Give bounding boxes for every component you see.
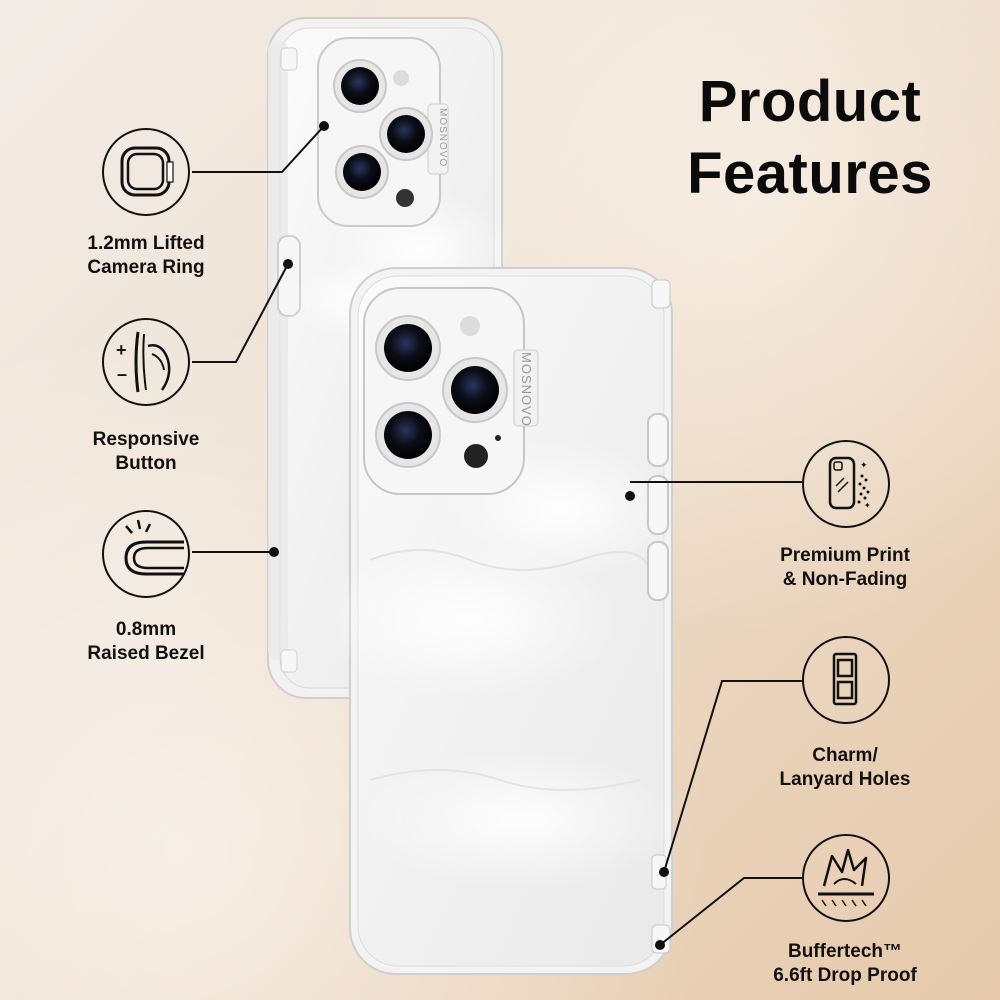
page-title: Product Features: [660, 66, 960, 210]
svg-text:–: –: [117, 364, 127, 384]
button-icon: + –: [102, 318, 190, 406]
camera-ring-icon: [102, 128, 190, 216]
brand-text-back: MOSNOVO: [437, 108, 448, 167]
svg-text:✦: ✦: [860, 461, 868, 471]
brand-text-front: MOSNOVO: [519, 352, 534, 427]
front-phone-case: [320, 267, 680, 975]
drop-proof-icon: [802, 834, 890, 922]
feature-label-lanyard: Charm/ Lanyard Holes: [779, 745, 911, 790]
feature-label-print: Premium Print & Non-Fading: [780, 545, 910, 590]
feature-label-camera-ring: 1.2mm Lifted Camera Ring: [87, 233, 205, 278]
lanyard-holes-icon: [802, 636, 890, 724]
svg-text:+: +: [116, 340, 127, 360]
svg-text:✦: ✦: [864, 501, 871, 510]
title-line-1: Product: [698, 69, 922, 134]
feature-label-bezel: 0.8mm Raised Bezel: [87, 619, 205, 664]
bezel-icon: [102, 510, 190, 598]
print-icon: ✦ ✦: [802, 440, 890, 528]
feature-label-button: Responsive Button: [92, 429, 200, 474]
title-line-2: Features: [687, 141, 933, 206]
feature-label-drop-proof: Buffertech™ 6.6ft Drop Proof: [773, 941, 917, 986]
